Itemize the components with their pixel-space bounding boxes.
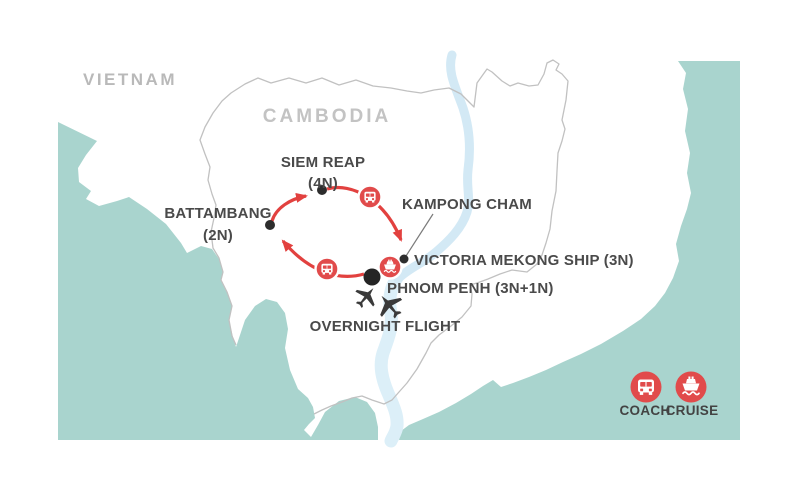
legend-coach-label: COACH <box>620 403 671 418</box>
kampong-cham-pointer-line <box>405 213 434 257</box>
siem-reap-label: SIEM REAP <box>281 154 365 171</box>
legend-coach-icon <box>630 371 662 403</box>
legend-cruise-label: CRUISE <box>666 403 719 418</box>
mekong-river-upper <box>393 50 474 284</box>
kampong-cham-dot <box>399 254 409 264</box>
cruise-ship-icon-phnompenh <box>377 254 403 280</box>
phnom-penh-dot <box>363 268 381 286</box>
battambang-label: BATTAMBANG <box>164 205 271 222</box>
mekong-river-lower <box>374 269 405 448</box>
coach-bus-icon-north <box>357 184 383 210</box>
region-label-cambodia: CAMBODIA <box>263 106 392 127</box>
airplane-icon-left <box>349 280 383 313</box>
south-china-sea-water <box>399 61 740 440</box>
phnom-penh-label: PHNOM PENH (3N+1N) <box>387 280 554 297</box>
coach-bus-icon-south <box>314 256 340 282</box>
overnight-flight-label: OVERNIGHT FLIGHT <box>310 318 461 335</box>
legend-cruise-icon <box>675 371 707 403</box>
route-battambang-to-siemreap <box>270 192 308 222</box>
legend: COACH CRUISE <box>620 371 719 418</box>
battambang-dot <box>265 220 275 230</box>
gulf-of-thailand-water <box>58 122 378 440</box>
region-label-vietnam: VIETNAM <box>83 70 177 89</box>
cambodia-border <box>199 59 569 415</box>
victoria-mekong-label: VICTORIA MEKONG SHIP (3N) <box>414 252 634 269</box>
siem-reap-dot <box>317 185 327 195</box>
battambang-nights: (2N) <box>203 227 233 244</box>
kampong-cham-label: KAMPONG CHAM <box>402 196 532 213</box>
siem-reap-nights: (4N) <box>308 175 338 192</box>
